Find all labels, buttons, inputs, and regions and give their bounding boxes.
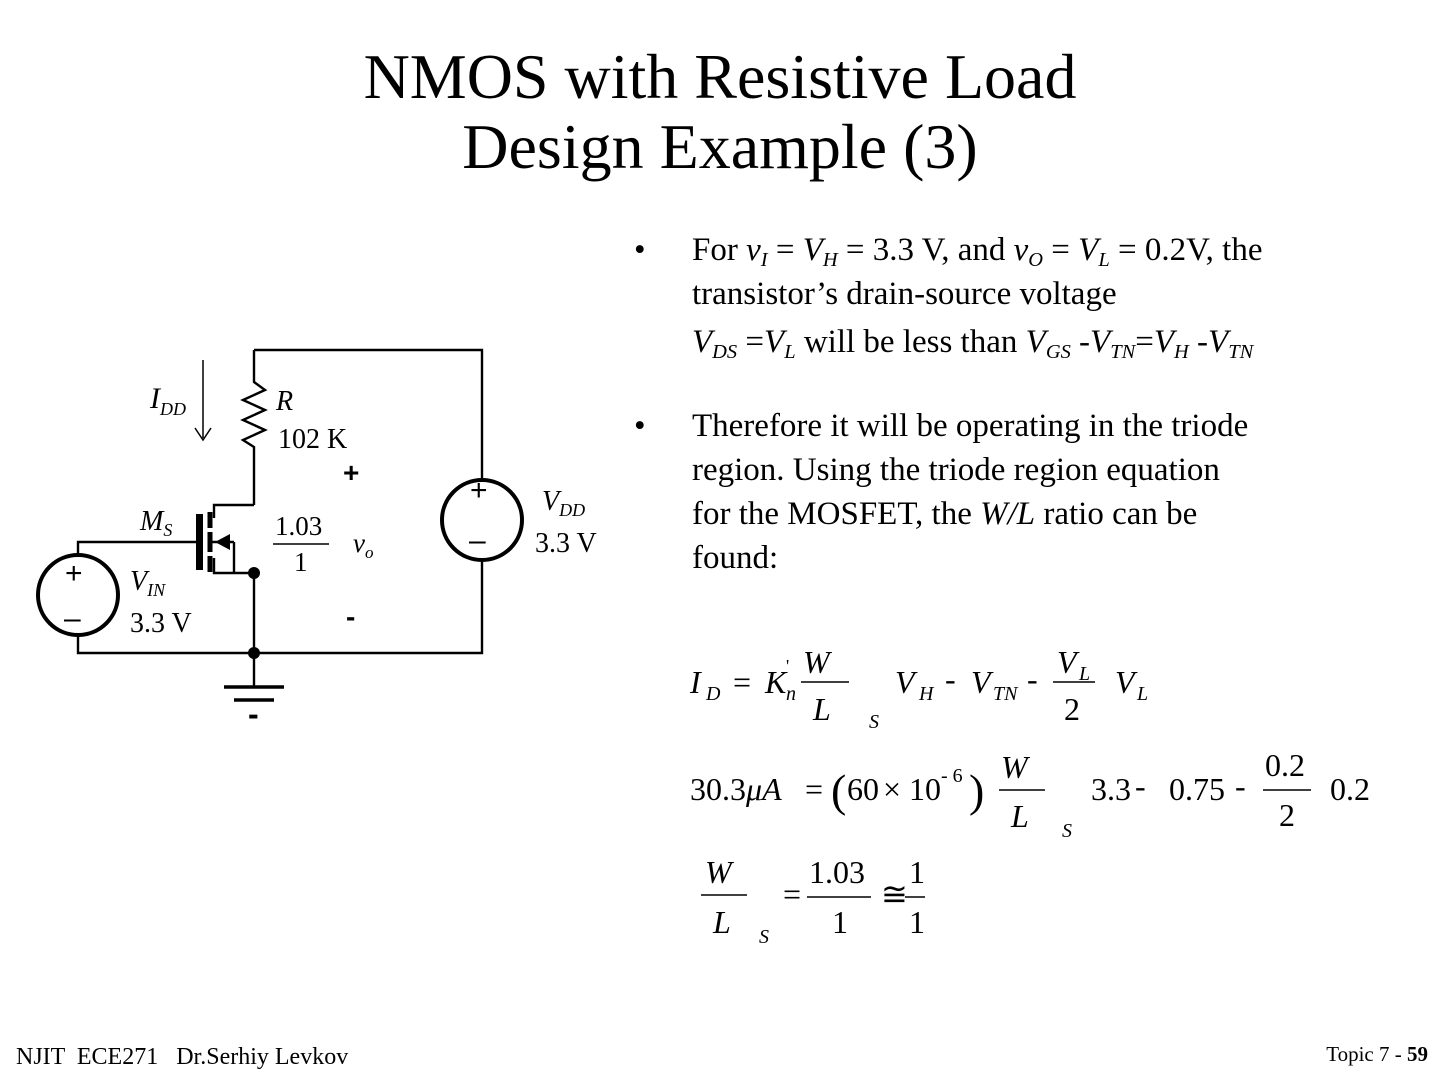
svg-text:60: 60 [847,771,879,807]
mosfet-symbol [196,512,236,573]
svg-text:2: 2 [1064,691,1080,727]
svg-text:1: 1 [909,904,925,940]
resistor-value: 102 K [278,424,347,455]
svg-text:S: S [869,711,879,733]
svg-text:V: V [1115,664,1138,700]
nmos-circuit-diagram: - + – + – IDD R 102 K MS 1.03 1 + vo - V… [36,348,597,730]
svg-text:3.3: 3.3 [1091,771,1131,807]
svg-text:1.03: 1.03 [809,854,865,890]
svg-text:): ) [969,765,984,816]
ground-minus-label: - [248,696,259,730]
svg-text:0.2: 0.2 [1330,771,1370,807]
ground-symbol [224,685,284,702]
svg-text:TN: TN [993,683,1019,705]
equation-1: I D = K ' n W L S V H - V TN - V L 2 V L [689,644,1148,733]
svg-text:0.2: 0.2 [1265,747,1305,783]
svg-text:V: V [895,664,918,700]
svg-text:-: - [1135,768,1146,804]
svg-text:0.75: 0.75 [1169,771,1225,807]
vin-plus-label: + [65,557,83,590]
title-line-1: NMOS with Resistive Load [363,41,1077,112]
svg-text:10: 10 [909,771,941,807]
svg-text:D: D [705,683,721,705]
vin-name: VIN [130,566,166,600]
bullet-2-line-4: found: [692,540,779,576]
ratio-numerator: 1.03 [275,511,322,541]
output-node [248,567,260,579]
svg-text:I: I [689,664,702,700]
svg-text:W: W [1001,749,1031,785]
footer-page-number: Topic 7 - 59 [1326,1042,1428,1066]
vo-label: vo [353,528,373,562]
svg-text:×: × [883,771,901,807]
equations: I D = K ' n W L S V H - V TN - V L 2 V L… [689,644,1370,948]
svg-text:30.3μA: 30.3μA [690,771,782,807]
vin-minus-label: – [64,602,81,635]
svg-text:K: K [764,664,788,700]
ratio-denominator: 1 [294,547,308,577]
idd-label: IDD [149,382,186,419]
title-line-2: Design Example (3) [462,111,978,182]
vdd-source [440,478,524,562]
svg-text:V: V [971,664,994,700]
vdd-name: VDD [542,486,585,520]
vin-source [36,553,120,637]
svg-text:S: S [759,926,769,948]
svg-text:L: L [712,904,731,940]
ground-node [248,647,260,659]
svg-text:W: W [803,644,833,680]
bullet-dot: • [634,408,646,444]
vdd-plus-label: + [470,474,488,507]
svg-text:L: L [1136,683,1148,705]
bullet-1-line-3: VDS =VL will be less than VGS -VTN=VH -V… [692,324,1254,364]
bullet-2-line-2: region. Using the triode region equation [692,452,1220,488]
svg-text:1: 1 [832,904,848,940]
bullet-2-line-3: for the MOSFET, the W/L ratio can be [692,496,1198,532]
svg-text:W: W [705,854,735,890]
svg-text:S: S [1062,820,1072,842]
svg-text:(: ( [831,765,846,816]
vdd-minus-label: – [469,524,486,557]
svg-text:-: - [1027,661,1038,697]
bullet-dot: • [634,232,646,268]
resistor-symbol [240,350,268,505]
svg-text:V: V [1057,644,1080,680]
bullet-1-line-2: transistor’s drain-source voltage [692,276,1117,312]
bullet-1-line-1: For vI = VH = 3.3 V, and vO = VL = 0.2V,… [692,232,1263,272]
svg-text:- 6: - 6 [941,765,963,787]
output-minus-label: - [346,601,355,632]
bullet-2-line-1: Therefore it will be operating in the tr… [692,408,1249,444]
equation-3: W L S = 1.03 1 ≅ 1 1 [701,854,925,948]
vin-value: 3.3 V [130,608,192,639]
slide-title: NMOS with Resistive Load Design Example … [0,42,1440,182]
output-plus-label: + [343,457,359,488]
footer-course-info: NJIT ECE271 Dr.Serhiy Levkov [16,1044,349,1070]
svg-text:': ' [786,656,789,676]
bullet-1: • For vI = VH = 3.3 V, and vO = VL = 0.2… [634,228,1424,364]
svg-text:2: 2 [1279,797,1295,833]
svg-text:-: - [945,661,956,697]
svg-text:-: - [1235,768,1246,804]
ms-label: MS [139,506,172,540]
svg-text:L: L [1010,798,1029,834]
svg-text:H: H [918,683,935,705]
bullet-list: • For vI = VH = 3.3 V, and vO = VL = 0.2… [634,228,1424,580]
svg-text:=: = [733,664,751,700]
svg-text:=: = [805,771,823,807]
svg-text:n: n [786,683,796,705]
bullet-2: • Therefore it will be operating in the … [634,404,1424,580]
vdd-value: 3.3 V [535,528,597,559]
svg-text:≅: ≅ [881,876,908,912]
svg-text:L: L [1078,663,1090,685]
resistor-name: R [275,386,293,417]
svg-text:1: 1 [909,854,925,890]
svg-text:L: L [812,691,831,727]
svg-text:=: = [783,876,801,912]
equation-2: 30.3μA = ( 60 × 10 - 6 ) W L S 3.3 - 0.7… [690,747,1370,842]
